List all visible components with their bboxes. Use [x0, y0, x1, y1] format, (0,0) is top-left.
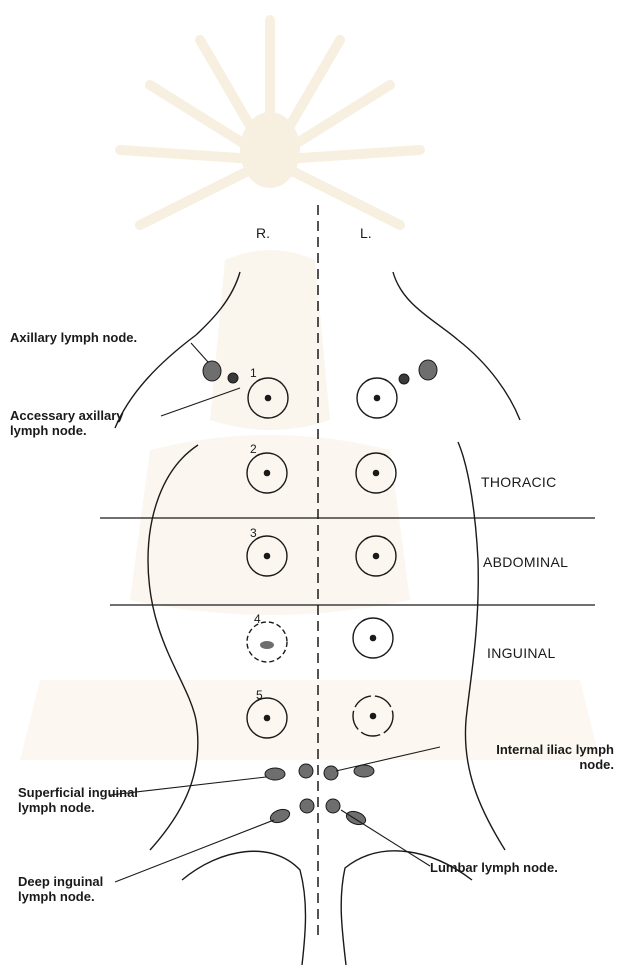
lumbar-node-left	[326, 799, 340, 813]
lumbar-lymph-node-label: Lumbar lymph node.	[430, 860, 558, 875]
axillary-lymph-node-label: Axillary lymph node.	[10, 330, 137, 345]
deep-inguinal-label-line2: lymph node.	[18, 889, 95, 904]
gland-number-1: 1	[250, 366, 257, 381]
region-label-thoracic: THORACIC	[481, 475, 557, 490]
accessory-axillary-label-line2: lymph node.	[10, 423, 87, 438]
axillary-leader	[191, 343, 208, 362]
mammary-gland-r4	[247, 622, 287, 662]
gland-number-3: 3	[250, 526, 257, 541]
gland-number-2: 2	[250, 442, 257, 457]
side-label-right: R.	[256, 226, 270, 241]
accessory-axillary-node-left	[399, 374, 409, 384]
side-label-left: L.	[360, 226, 372, 241]
accessory-axillary-node-right	[228, 373, 238, 383]
accessory-axillary-label-line1: Accessary axillary	[10, 408, 123, 423]
internal-iliac-label-line1: Internal iliac lymph	[440, 742, 614, 757]
lumbar-node-right	[300, 799, 314, 813]
left-neck-line	[393, 272, 458, 340]
superficial-inguinal-node-left	[354, 765, 374, 777]
superficial-inguinal-label-line2: lymph node.	[18, 800, 95, 815]
gland-number-5: 5	[256, 688, 263, 703]
region-label-abdominal: ABDOMINAL	[483, 555, 568, 570]
internal-iliac-node-right	[299, 764, 313, 778]
axillary-lymph-node-right	[203, 361, 221, 381]
internal-iliac-node-left	[324, 766, 338, 780]
right-shoulder-line	[115, 335, 196, 428]
deep-inguinal-label-line1: Deep inguinal	[18, 874, 103, 889]
left-shoulder-line	[458, 340, 520, 420]
internal-iliac-label-line2: node.	[440, 757, 614, 772]
gland-number-4: 4	[254, 612, 261, 627]
right-hind-leg-line	[182, 851, 306, 965]
superficial-inguinal-label-line1: Superficial inguinal	[18, 785, 138, 800]
mammary-gland-l1	[357, 378, 397, 418]
lumbar-leader	[341, 810, 430, 866]
mammary-gland-l4	[353, 618, 393, 658]
superficial-inguinal-node-right	[265, 768, 285, 780]
deep-inguinal-node-right	[269, 807, 292, 825]
axillary-lymph-node-left	[419, 360, 437, 380]
region-label-inguinal: INGUINAL	[487, 646, 556, 661]
